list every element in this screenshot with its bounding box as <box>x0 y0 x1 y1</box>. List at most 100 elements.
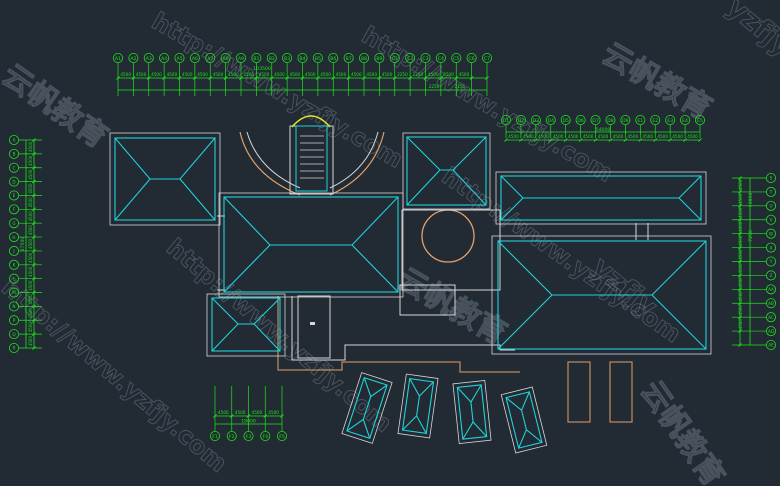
axis-bubble <box>328 53 339 64</box>
axis-bubble <box>766 270 777 281</box>
spacing-value: 4500 <box>28 266 33 277</box>
tick-mark <box>738 217 742 222</box>
axis-bubble <box>545 115 556 126</box>
tick-mark <box>116 76 120 80</box>
axis-label: D8 <box>607 118 614 124</box>
axis-label: R <box>13 346 16 351</box>
axis-label: Q <box>12 332 16 337</box>
tick-mark <box>578 138 583 142</box>
spacing-value: 4500 <box>538 134 549 139</box>
axis-bubble <box>680 115 691 126</box>
tick-mark <box>285 76 290 80</box>
spacing-value: 4500 <box>28 169 33 180</box>
axis-label: P <box>13 318 16 323</box>
spacing-value: 4500 <box>738 319 743 330</box>
axis-label: E3 <box>667 118 673 124</box>
dimension-total: 54000 <box>596 127 611 133</box>
tick-mark <box>32 221 36 226</box>
tick-mark <box>223 76 228 80</box>
dimension-mid-total: 7250 <box>748 230 754 242</box>
axis-bubble <box>389 53 400 64</box>
axis-label: AE <box>768 343 774 348</box>
axis-bubble <box>266 53 277 64</box>
spacing-value: 4500 <box>523 134 534 139</box>
spacing-value: 4500 <box>382 72 393 77</box>
roof-block-nw <box>109 132 221 226</box>
axis-bubble <box>466 53 477 64</box>
spacing-value: 4500 <box>218 410 229 415</box>
axis-bubble <box>251 53 262 64</box>
spacing-value: 4500 <box>28 322 33 333</box>
axis-bubble <box>650 115 661 126</box>
tick-mark <box>533 138 538 142</box>
spacing-value: 4500 <box>28 183 33 194</box>
tick-mark <box>738 329 742 334</box>
axis-bubble <box>189 53 200 64</box>
tick-mark <box>738 189 742 194</box>
tick-mark <box>608 138 613 142</box>
spacing-value: 4500 <box>28 252 33 263</box>
spacing-value: 4500 <box>252 410 263 415</box>
tick-mark <box>229 414 234 418</box>
spacing-value: 4500 <box>28 155 33 166</box>
axis-bubble <box>8 315 19 326</box>
spacing-value: 4500 <box>672 134 683 139</box>
spacing-value: 4500 <box>738 221 743 232</box>
tick-mark <box>32 138 36 142</box>
spacing-value: 4500 <box>28 294 33 305</box>
tick-mark <box>548 138 553 142</box>
axis-label: B <box>13 152 16 157</box>
tick-mark <box>438 76 443 80</box>
roof-block-ne <box>495 171 707 225</box>
axis-bubble <box>420 53 431 64</box>
spacing-value: 4500 <box>583 134 594 139</box>
tick-mark <box>32 179 36 184</box>
axis-bubble <box>695 115 706 126</box>
spacing-value: 4500 <box>657 134 668 139</box>
spacing-value: 4500 <box>268 410 279 415</box>
spacing-value: 4500 <box>305 72 316 77</box>
axis-bubble <box>560 115 571 126</box>
axis-bubble <box>605 115 616 126</box>
axis-label: S <box>770 176 773 181</box>
axis-label: C6 <box>469 56 475 62</box>
axis-bubble <box>209 430 220 441</box>
axis-bubble <box>8 148 19 159</box>
spacing-value: 4500 <box>166 72 177 77</box>
axis-label: F4 <box>262 434 268 440</box>
axis-label: A9 <box>238 56 244 62</box>
tick-mark <box>638 138 643 142</box>
axis-bubble <box>8 259 19 270</box>
axis-label: K <box>13 263 16 268</box>
roof-block-main <box>218 192 404 298</box>
axis-label: D4 <box>548 118 555 124</box>
axis-label: D3 <box>533 118 540 124</box>
link-corridor <box>291 296 515 361</box>
spacing-value: 2250 <box>412 72 423 77</box>
spacing-value: 4500 <box>738 249 743 260</box>
tick-mark <box>32 165 36 170</box>
roof-pavilion-3 <box>452 380 492 444</box>
tick-mark <box>377 76 382 80</box>
axis-bubble <box>8 232 19 243</box>
tick-mark <box>32 304 36 309</box>
tick-mark <box>177 76 182 80</box>
axis-bubble <box>766 339 777 350</box>
axis-label: D9 <box>622 118 629 124</box>
axis-label: A7 <box>207 56 213 62</box>
tick-mark <box>208 76 213 80</box>
spacing-value: 4500 <box>738 305 743 316</box>
axis-bubble <box>143 53 154 64</box>
axis-bubble <box>766 214 777 225</box>
tick-mark <box>32 290 36 295</box>
tick-mark <box>32 151 36 156</box>
tick-mark <box>485 76 489 80</box>
axis-bubble <box>343 53 354 64</box>
spacing-value: 2250 <box>397 72 408 77</box>
tick-mark <box>738 245 742 250</box>
spacing-value: 4500 <box>28 280 33 291</box>
tick-mark <box>32 207 36 212</box>
axis-label: C1 <box>392 56 398 62</box>
